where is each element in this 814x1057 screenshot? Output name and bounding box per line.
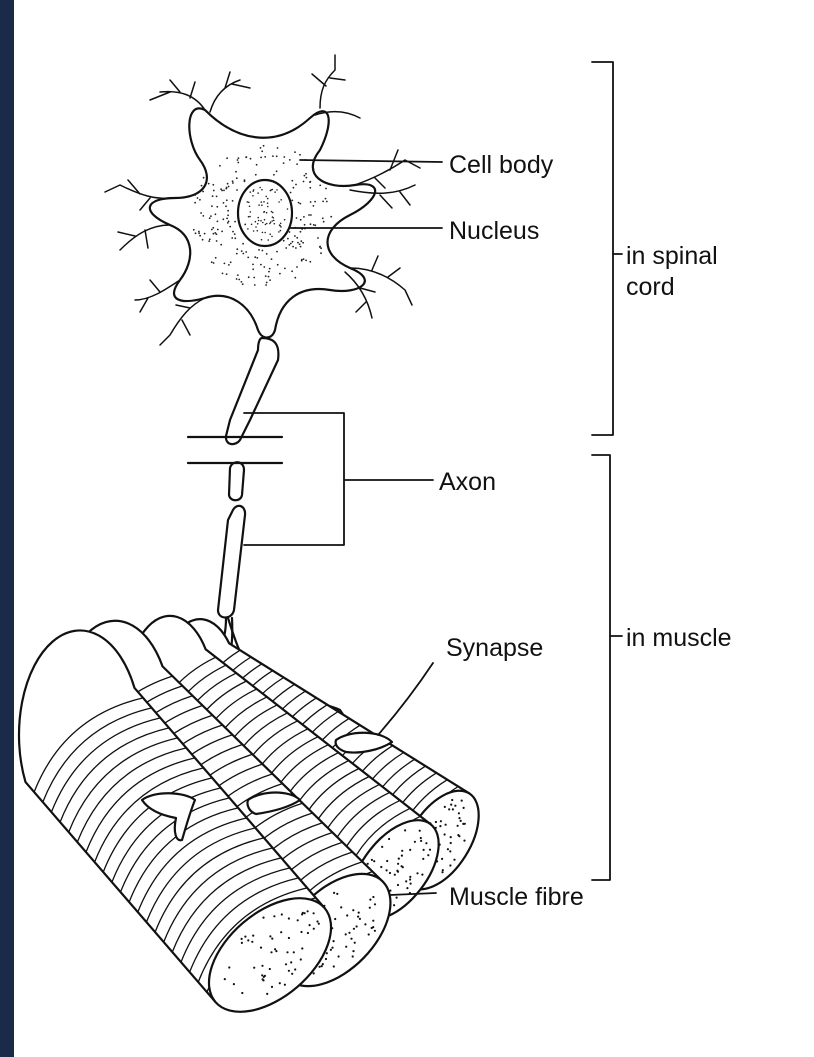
label-nucleus: Nucleus [449, 217, 539, 245]
bracket-spinal-cord [592, 62, 622, 435]
label-cell-body: Cell body [449, 151, 554, 179]
label-muscle-fibre: Muscle fibre [449, 883, 584, 911]
label-cord: cord [626, 273, 675, 301]
bracket-muscle [592, 455, 622, 880]
label-axon: Axon [439, 468, 496, 496]
label-in-muscle: in muscle [626, 624, 732, 652]
label-in-spinal: in spinal [626, 242, 718, 270]
nucleus [238, 180, 292, 246]
label-synapse: Synapse [446, 634, 543, 662]
